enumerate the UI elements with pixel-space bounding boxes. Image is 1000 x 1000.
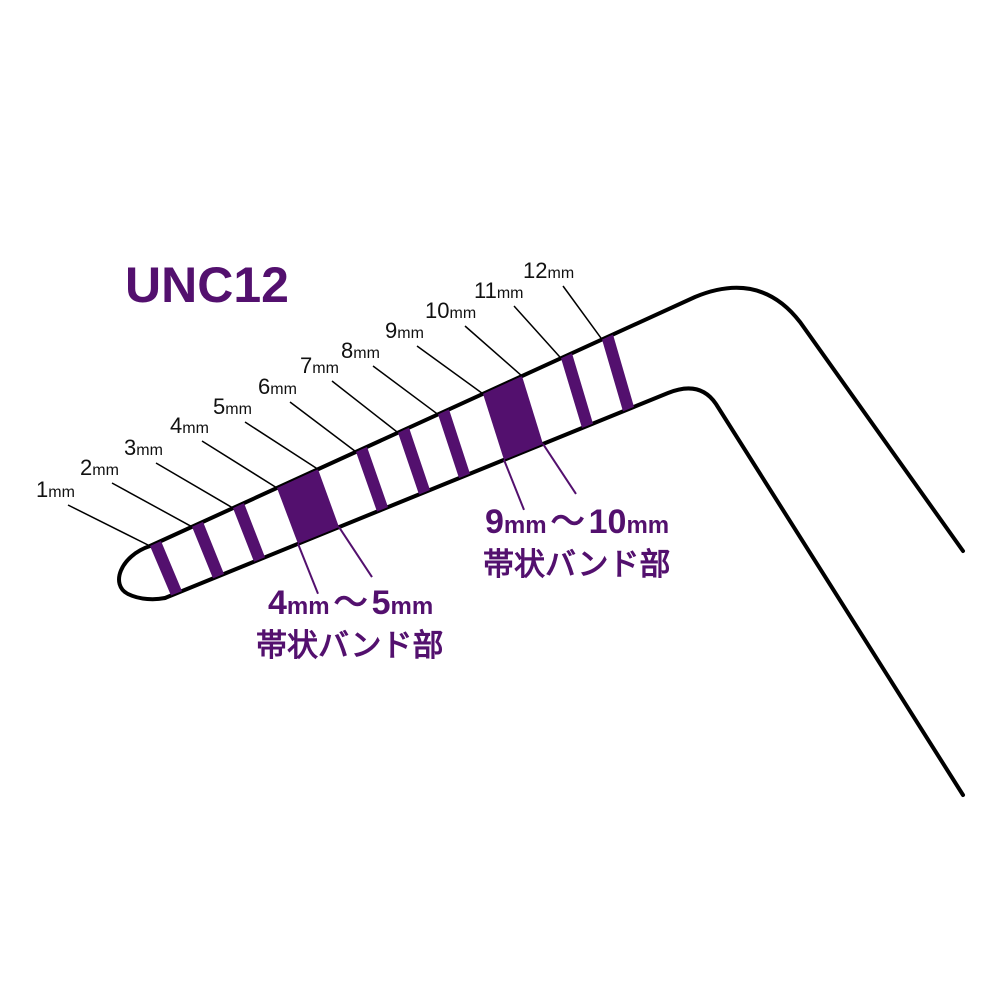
marking-label-4mm: 4mm (170, 413, 209, 438)
marking-label-8mm: 8mm (341, 338, 380, 363)
marking-label-2mm: 2mm (80, 455, 119, 480)
leader-line-2mm (111, 482, 193, 528)
band-leader-line (297, 543, 319, 595)
marking-label-6mm: 6mm (258, 374, 297, 399)
leader-line-7mm (331, 380, 399, 434)
probe-shaft-lower-edge (163, 386, 965, 797)
band-name-label: 帯状バンド部 (256, 628, 444, 664)
leader-line-9mm (416, 345, 484, 395)
leader-line-11mm (513, 305, 562, 359)
marking-leader-lines (67, 285, 603, 547)
marking-stripe-8mm (438, 409, 470, 479)
marking-stripe-2mm (192, 521, 224, 579)
marking-label-7mm: 7mm (300, 353, 339, 378)
band-name-label: 帯状バンド部 (483, 547, 671, 583)
marking-stripe-1mm (150, 540, 182, 596)
leader-line-12mm (562, 285, 603, 340)
marking-label-3mm: 3mm (124, 435, 163, 460)
probe-markings (150, 334, 634, 596)
probe-shaft-upper-edge (148, 285, 965, 553)
leader-line-6mm (289, 401, 357, 453)
band-callout-4-5: 4mm〜5mm 帯状バンド部 (256, 584, 444, 664)
marking-label-9mm: 9mm (385, 318, 424, 343)
leader-line-8mm (372, 365, 439, 416)
band-range-label: 4mm〜5mm (268, 584, 433, 622)
marking-stripe-7mm (398, 427, 430, 495)
marking-stripe-11mm (561, 353, 593, 429)
leader-line-3mm (155, 462, 234, 509)
marking-stripe-3mm (233, 503, 265, 562)
band-callout-9-10: 9mm〜10mm 帯状バンド部 (483, 503, 671, 583)
marking-stripe-12mm (602, 334, 634, 412)
band-9-10mm (483, 376, 543, 460)
band-leader-line (542, 443, 577, 495)
leader-line-4mm (201, 440, 278, 489)
marking-label-1mm: 1mm (36, 477, 75, 502)
marking-stripe-6mm (356, 446, 388, 512)
probe-outline (117, 285, 965, 797)
marking-label-12mm: 12mm (523, 258, 574, 283)
leader-line-1mm (67, 504, 151, 547)
probe-title: UNC12 (125, 257, 289, 313)
band-leader-lines (297, 443, 577, 595)
marking-label-5mm: 5mm (213, 394, 252, 419)
probe-tip (117, 544, 167, 602)
band-4-5mm (277, 469, 339, 544)
band-leader-line (503, 459, 525, 511)
band-leader-line (338, 526, 373, 578)
leader-line-5mm (244, 421, 319, 470)
leader-line-10mm (464, 325, 523, 377)
marking-label-11mm: 11mm (474, 278, 524, 303)
marking-label-10mm: 10mm (425, 298, 476, 323)
band-range-label: 9mm〜10mm (485, 503, 669, 541)
